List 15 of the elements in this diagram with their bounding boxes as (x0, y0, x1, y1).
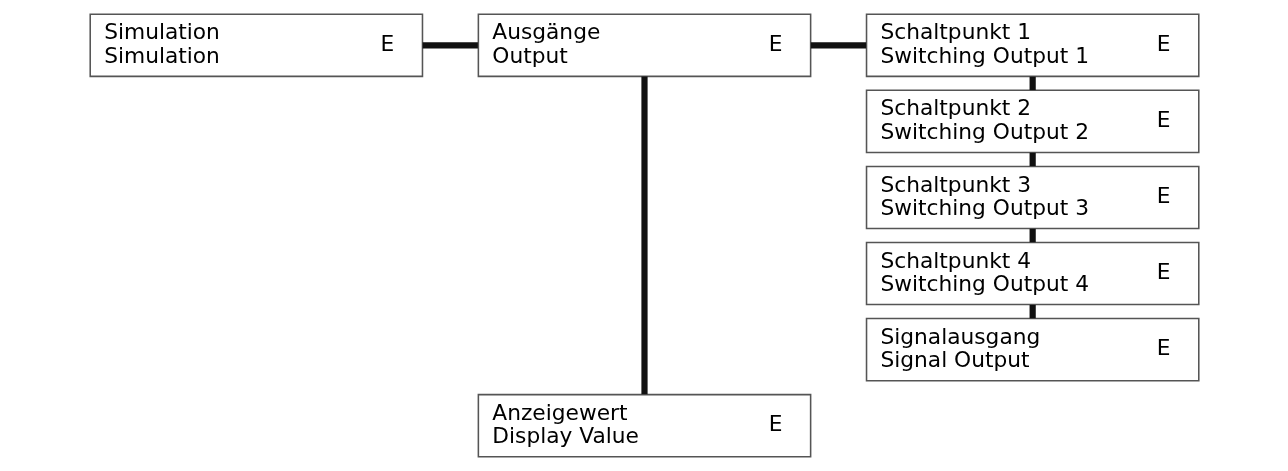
node-box: Anzeigewert Display Value E (477, 393, 811, 458)
node-box: Schaltpunkt 2 Switching Output 2 E (865, 89, 1200, 154)
connector (640, 76, 648, 395)
connector (1029, 228, 1036, 243)
node-box: Schaltpunkt 3 Switching Output 3 E (865, 165, 1200, 230)
node-box: Ausgänge Output E (477, 13, 811, 78)
node-box: Schaltpunkt 1 Switching Output 1 E (865, 13, 1200, 78)
connector (1029, 76, 1036, 91)
connector (1029, 152, 1036, 167)
node-box: Signalausgang Signal Output E (865, 317, 1200, 382)
connector (810, 42, 866, 49)
node-box: Schaltpunkt 4 Switching Output 4 E (865, 241, 1200, 306)
connector (422, 42, 478, 49)
node-box: Simulation Simulation E (88, 13, 423, 78)
connector (1029, 304, 1036, 319)
